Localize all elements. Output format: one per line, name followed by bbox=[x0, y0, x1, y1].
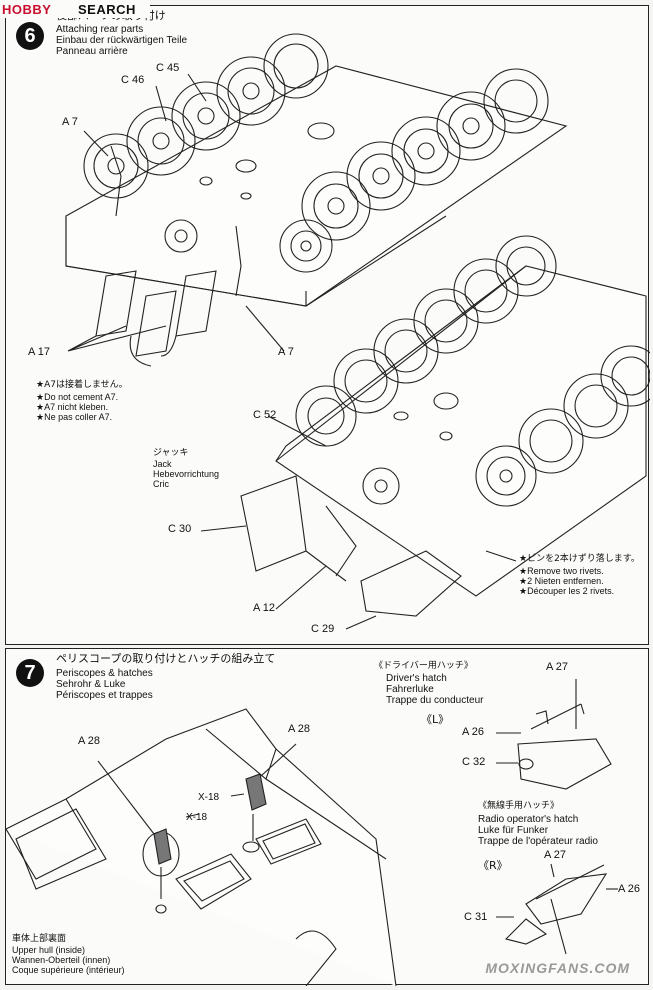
radio-hatch-side: 《R》 bbox=[478, 859, 508, 872]
part-c45: C 45 bbox=[156, 62, 180, 74]
note-a7-de: ★A7 nicht kleben. bbox=[36, 402, 109, 412]
upper-hull-fr: Coque supérieure (intérieur) bbox=[12, 965, 125, 975]
part-a28-right: A 28 bbox=[288, 723, 311, 735]
driver-hatch-a26: A 26 bbox=[462, 726, 485, 738]
part-c30: C 30 bbox=[168, 523, 192, 535]
upper-hull-en: Upper hull (inside) bbox=[12, 945, 86, 955]
step-6-title-fr: Panneau arrière bbox=[56, 46, 128, 57]
step-6-drawing bbox=[65, 33, 650, 630]
part-a7-left: A 7 bbox=[62, 116, 78, 128]
driver-hatch-a27: A 27 bbox=[546, 661, 569, 673]
watermark-search: SEARCH bbox=[78, 2, 136, 17]
note-rivets-de: ★2 Nieten entfernen. bbox=[519, 576, 604, 586]
watermark-brand: HOBBY bbox=[2, 2, 52, 17]
part-x18-b: X-18 bbox=[186, 812, 208, 823]
step-6-panel: 6 後部パーツの取り付け Attaching rear parts Einbau… bbox=[5, 5, 650, 645]
watermark-bottom: MOXINGFANS.COM bbox=[485, 960, 630, 976]
note-a7-fr: ★Ne pas coller A7. bbox=[36, 412, 113, 422]
note-a7-en: ★Do not cement A7. bbox=[36, 392, 119, 402]
jack-label-de: Hebevorrichtung bbox=[153, 469, 220, 479]
watermark-top: HOBBY SEARCH bbox=[0, 0, 150, 18]
driver-hatch-en: Driver's hatch bbox=[386, 673, 447, 684]
part-c52: C 52 bbox=[253, 409, 277, 421]
radio-hatch-jp: 《無線手用ハッチ》 bbox=[478, 801, 560, 811]
part-a28-left: A 28 bbox=[78, 735, 101, 747]
jack-label-en: Jack bbox=[153, 459, 172, 469]
driver-hatch-fr: Trappe du conducteur bbox=[386, 695, 484, 706]
note-rivets-jp: ★ピンを2本けずり落します。 bbox=[519, 554, 640, 564]
radio-hatch-fr: Trappe de l'opérateur radio bbox=[478, 836, 598, 847]
radio-hatch-en: Radio operator's hatch bbox=[478, 814, 579, 825]
step-7-title-jp: ペリスコープの取り付けとハッチの組み立て bbox=[56, 652, 276, 665]
driver-hatch-c32: C 32 bbox=[462, 756, 486, 768]
jack-label-jp: ジャッキ bbox=[153, 448, 189, 458]
step-7-number: 7 bbox=[16, 659, 44, 687]
upper-hull-de: Wannen-Oberteil (innen) bbox=[12, 955, 111, 965]
step-7-panel: 7 ペリスコープの取り付けとハッチの組み立て Periscopes & hatc… bbox=[5, 648, 649, 986]
note-rivets-fr: ★Découper les 2 rivets. bbox=[519, 586, 615, 596]
part-x18-a: X-18 bbox=[198, 792, 220, 803]
part-c46: C 46 bbox=[121, 74, 145, 86]
part-a17: A 17 bbox=[28, 346, 51, 358]
note-a7-jp: ★A7は接着しません。 bbox=[36, 380, 128, 390]
part-c29: C 29 bbox=[311, 623, 335, 635]
part-a12: A 12 bbox=[253, 602, 276, 614]
upper-hull-jp: 車体上部裏面 bbox=[12, 934, 67, 944]
driver-hatch-de: Fahrerluke bbox=[386, 684, 434, 695]
step-7-drawing bbox=[6, 679, 618, 986]
step-6-number: 6 bbox=[16, 22, 44, 50]
radio-hatch-c31: C 31 bbox=[464, 911, 488, 923]
driver-hatch-jp: 《ドライバー用ハッチ》 bbox=[374, 661, 473, 671]
jack-label-fr: Cric bbox=[153, 479, 169, 489]
step-6-title-en: Attaching rear parts bbox=[56, 24, 144, 35]
radio-hatch-a26: A 26 bbox=[618, 883, 641, 895]
step-7-title-de: Sehrohr & Luke bbox=[56, 679, 126, 690]
note-rivets-en: ★Remove two rivets. bbox=[519, 566, 604, 576]
radio-hatch-a27: A 27 bbox=[544, 849, 567, 861]
driver-hatch-side: 《L》 bbox=[421, 713, 450, 726]
radio-hatch-de: Luke für Funker bbox=[478, 825, 549, 836]
step-6-title-de: Einbau der rückwärtigen Teile bbox=[56, 35, 188, 46]
step-7-title-en: Periscopes & hatches bbox=[56, 668, 153, 679]
step-7-title-fr: Périscopes et trappes bbox=[56, 690, 153, 701]
part-a7-right: A 7 bbox=[278, 346, 294, 358]
